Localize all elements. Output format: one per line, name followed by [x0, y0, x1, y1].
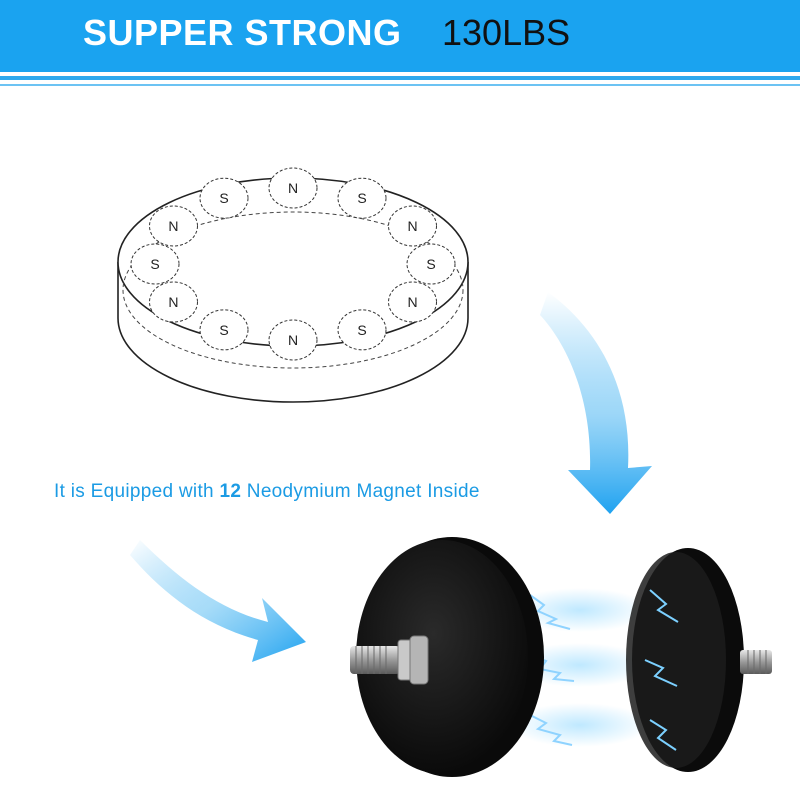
- pole-circle: [148, 281, 198, 323]
- pole-label: S: [357, 322, 366, 338]
- banner-divider-thin: [0, 84, 800, 86]
- magnetic-field: [510, 588, 650, 747]
- banner-weight: 130LBS: [442, 12, 571, 53]
- banner-divider: [0, 76, 800, 80]
- pole-label: S: [150, 256, 159, 272]
- banner-title: SUPPER STRONG: [83, 12, 402, 53]
- pole-circle: [268, 167, 318, 209]
- pole-circle: [268, 319, 318, 361]
- pole-label: N: [168, 218, 178, 234]
- pole-circle: [130, 243, 180, 285]
- pole-circle: [406, 243, 456, 285]
- pole-circle: [199, 177, 249, 219]
- pole-label: S: [219, 190, 228, 206]
- pole-label: N: [407, 294, 417, 310]
- pole-circle: [388, 205, 438, 247]
- rubber-magnet-left: [350, 537, 544, 777]
- pole-circle: [148, 205, 198, 247]
- pole-label: N: [407, 218, 417, 234]
- pole-label: S: [357, 190, 366, 206]
- pole-circle: [337, 309, 387, 351]
- caption-suffix: Neodymium Magnet Inside: [241, 481, 480, 502]
- caption-prefix: It is Equipped with: [54, 481, 220, 502]
- caption-count: 12: [219, 481, 242, 502]
- caption: It is Equipped with 12 Neodymium Magnet …: [54, 481, 480, 503]
- pole-label: N: [168, 294, 178, 310]
- pole-label: N: [288, 332, 298, 348]
- header-banner: SUPPER STRONG 130LBS: [0, 0, 800, 72]
- magnet-poles: N S N S N S N S N S N S: [130, 167, 456, 361]
- pole-circle: [388, 281, 438, 323]
- pole-label: S: [426, 256, 435, 272]
- pole-circle: [199, 309, 249, 351]
- pole-label: N: [288, 180, 298, 196]
- arrow-lower-left: [130, 540, 306, 662]
- pole-circle: [337, 177, 387, 219]
- pole-label: S: [219, 322, 228, 338]
- rubber-magnet-right: [626, 548, 772, 772]
- arrow-down-right: [540, 292, 652, 514]
